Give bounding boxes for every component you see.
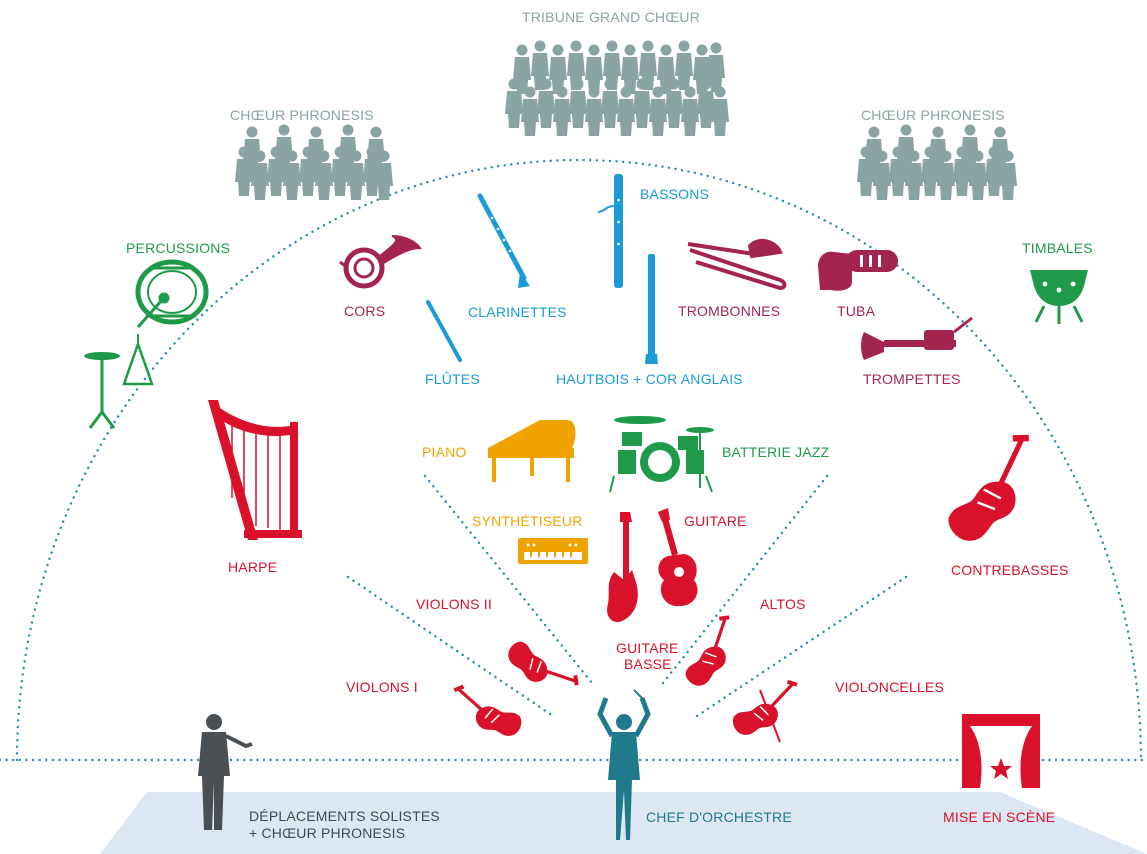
label-violons-i: VIOLONS I <box>346 679 418 695</box>
violins-i-icon <box>444 682 529 741</box>
section-divider-lines <box>346 474 908 718</box>
tribune-choir-icon <box>505 40 729 136</box>
synthesizer-icon <box>518 538 588 564</box>
label-flutes: FLÛTES <box>425 371 480 387</box>
flute-icon <box>426 300 462 362</box>
acoustic-guitar-icon <box>658 508 698 607</box>
altos-icon <box>673 613 750 690</box>
bass-guitar-icon <box>607 512 638 623</box>
oboe-icon <box>645 254 658 364</box>
label-piano: PIANO <box>422 444 467 460</box>
label-guitare-basse-line1: GUITARE <box>616 640 679 656</box>
stage-curtain-icon <box>962 714 1040 788</box>
label-solistes-line2: + CHŒUR PHRONESIS <box>249 825 406 841</box>
bassoon-icon <box>597 174 623 288</box>
clarinet-icon <box>477 193 530 288</box>
harp-icon <box>208 400 302 540</box>
label-hautbois: HAUTBOIS + COR ANGLAIS <box>556 371 743 387</box>
label-contrebasses: CONTREBASSES <box>951 562 1069 578</box>
label-altos: ALTOS <box>760 596 806 612</box>
label-tuba: TUBA <box>837 303 876 319</box>
conductor-icon <box>597 689 651 840</box>
label-bassons: BASSONS <box>640 186 710 202</box>
cellos-icon <box>724 677 810 743</box>
cymbal-triangle-icon <box>84 334 154 429</box>
label-trompettes: TROMPETTES <box>863 371 961 387</box>
label-guitare: GUITARE <box>684 513 747 529</box>
soloist-icon <box>198 714 253 830</box>
label-chef-orchestre: CHEF D'ORCHESTRE <box>646 809 792 825</box>
label-choeur-right: CHŒUR PHRONESIS <box>861 107 1005 123</box>
timpani-icon <box>1030 270 1088 324</box>
tuba-icon <box>818 250 898 291</box>
choir-right-icon <box>857 124 1017 200</box>
label-violons-ii: VIOLONS II <box>416 596 492 612</box>
label-synthetiseur: SYNTHÉTISEUR <box>472 513 583 529</box>
label-timbales: TIMBALES <box>1022 240 1093 256</box>
trumpet-icon <box>861 316 973 360</box>
label-batterie-jazz: BATTERIE JAZZ <box>722 444 830 460</box>
label-clarinettes: CLARINETTES <box>468 304 567 320</box>
french-horn-icon <box>339 235 422 289</box>
label-trombonnes: TROMBONNES <box>678 303 781 319</box>
label-mise-en-scene: MISE EN SCÈNE <box>943 809 1056 825</box>
double-bass-icon <box>931 430 1059 547</box>
stage-floor <box>100 792 1147 854</box>
label-harpe: HARPE <box>228 559 278 575</box>
label-violoncelles: VIOLONCELLES <box>835 679 944 695</box>
label-tribune-grand-choeur: TRIBUNE GRAND CHŒUR <box>522 9 701 25</box>
label-choeur-left: CHŒUR PHRONESIS <box>230 107 374 123</box>
drum-kit-icon <box>609 416 714 493</box>
violins-ii-icon <box>504 629 581 706</box>
label-guitare-basse-line2: BASSE <box>624 656 672 672</box>
trombone-icon <box>687 238 787 291</box>
bass-drum-icon <box>135 259 209 328</box>
piano-icon <box>488 420 576 482</box>
label-percussions: PERCUSSIONS <box>126 240 231 256</box>
label-cors: CORS <box>344 303 386 319</box>
choir-left-icon <box>235 124 393 200</box>
label-solistes-line1: DÉPLACEMENTS SOLISTES <box>249 808 440 824</box>
